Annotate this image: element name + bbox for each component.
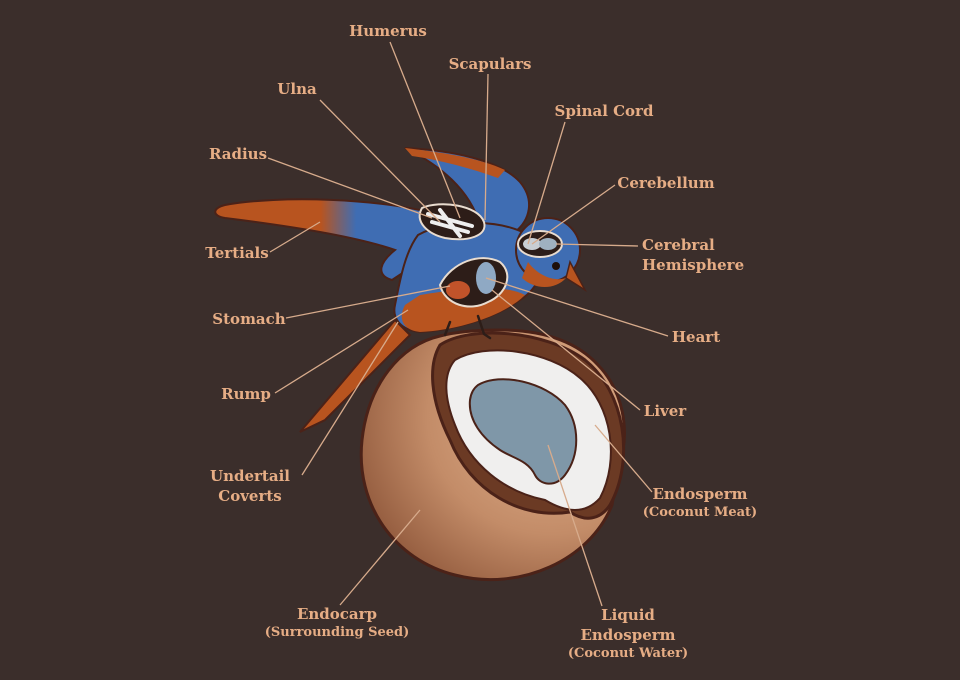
label-heart: Heart <box>671 328 721 346</box>
leader-tertials <box>269 221 321 253</box>
bird-tail <box>299 318 412 433</box>
label-rump: Rump <box>221 385 271 403</box>
leader-spinal-cord <box>527 121 566 245</box>
leader-liver <box>491 289 641 411</box>
leader-cerebellum <box>531 184 616 245</box>
leader-cerebral-hemisphere <box>555 243 639 247</box>
leader-radius <box>267 157 433 219</box>
bird-beak <box>565 259 588 293</box>
cerebral-hemisphere-shape <box>539 238 557 250</box>
bird-left-wing <box>214 198 452 282</box>
bird-eye <box>552 262 560 270</box>
label-liquid-endosperm: Liquid Endosperm (Coconut Water) <box>567 606 689 661</box>
coconut <box>359 328 626 582</box>
leader-rump <box>274 309 409 394</box>
leader-ulna <box>319 99 441 223</box>
label-liver: Liver <box>643 402 687 420</box>
label-ulna: Ulna <box>277 80 317 98</box>
stomach-shape <box>446 281 470 299</box>
leader-liquid-endosperm <box>547 444 603 607</box>
label-humerus: Humerus <box>349 22 427 40</box>
label-cerebral-hemisphere: Cerebral Hemisphere <box>642 236 745 274</box>
bird-throat <box>522 262 566 287</box>
leader-lines <box>267 41 669 607</box>
leader-undertail-coverts <box>301 321 399 476</box>
leader-endocarp <box>339 509 421 606</box>
leader-scapulars <box>484 73 489 221</box>
label-endocarp: Endocarp (Surrounding Seed) <box>264 605 410 640</box>
label-undertail-coverts: Undertail Coverts <box>210 467 290 505</box>
leader-heart <box>485 277 669 337</box>
leader-stomach <box>285 285 451 319</box>
label-stomach: Stomach <box>212 310 286 328</box>
label-endosperm: Endosperm (Coconut Meat) <box>642 485 758 520</box>
wing-bones <box>426 208 474 238</box>
coconut-water <box>468 378 578 485</box>
label-spinal-cord: Spinal Cord <box>554 102 654 120</box>
label-cerebellum: Cerebellum <box>617 174 715 192</box>
bird <box>214 147 588 433</box>
label-tertials: Tertials <box>205 244 269 262</box>
bird-right-wing-tips <box>405 148 505 178</box>
leader-humerus <box>389 41 461 219</box>
label-radius: Radius <box>208 145 268 163</box>
label-scapulars: Scapulars <box>448 55 532 73</box>
bird-feet <box>443 314 492 340</box>
leader-endosperm <box>594 424 653 493</box>
